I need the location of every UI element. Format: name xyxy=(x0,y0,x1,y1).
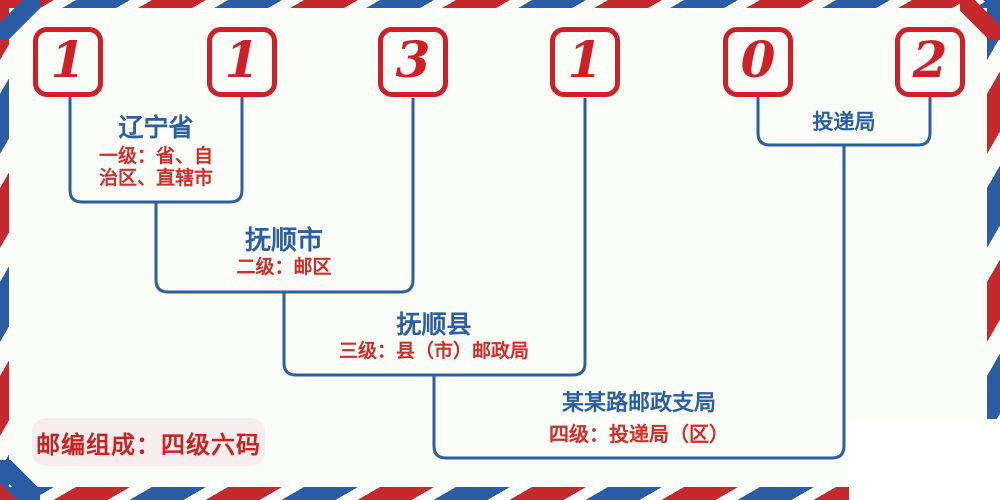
level4-name: 某某路邮政支局 xyxy=(561,390,716,415)
blank-corner-patch xyxy=(849,419,1000,500)
digit-box-6: 2 xyxy=(895,27,965,97)
digit-2: 1 xyxy=(224,30,260,89)
level2-label: 抚顺市 二级：邮区 xyxy=(174,226,394,279)
digit-1: 1 xyxy=(50,30,86,89)
delivery-office-name: 投递局 xyxy=(812,111,876,134)
digit-box-4: 1 xyxy=(550,27,620,97)
level4-desc: 四级：投递局（区） xyxy=(549,424,729,446)
level2-desc: 二级：邮区 xyxy=(236,257,332,278)
airmail-border-right xyxy=(987,0,1000,500)
digit-6: 2 xyxy=(912,30,948,89)
postal-code-composition-badge: 邮编组成：四级六码 xyxy=(32,418,265,466)
delivery-office-label: 投递局 xyxy=(774,111,914,135)
airmail-border-top xyxy=(0,0,1000,8)
level3-label: 抚顺县 三级：县（市）邮政局 xyxy=(309,311,559,363)
digit-box-5: 0 xyxy=(723,27,793,97)
airmail-border-corner-top-left xyxy=(0,0,40,40)
level3-name: 抚顺县 xyxy=(396,311,472,339)
level1-desc-line1: 一级：省、自 xyxy=(98,146,213,167)
level2-name: 抚顺市 xyxy=(244,225,323,255)
level3-desc: 三级：县（市）邮政局 xyxy=(338,341,529,362)
level4-label: 某某路邮政支局 四级：投递局（区） xyxy=(489,390,789,446)
airmail-border-bottom xyxy=(0,487,1000,500)
digit-3: 3 xyxy=(395,30,431,89)
bracket-level4 xyxy=(432,145,846,460)
digit-4: 1 xyxy=(567,30,603,89)
level1-name: 辽宁省 xyxy=(118,114,194,142)
postal-code-composition-text: 邮编组成：四级六码 xyxy=(36,432,261,459)
digit-box-1: 1 xyxy=(33,27,103,97)
level1-label: 辽宁省 一级：省、自 治区、直辖市 xyxy=(58,114,254,190)
digit-box-3: 3 xyxy=(378,27,448,97)
airmail-border-left xyxy=(0,0,9,500)
digit-box-2: 1 xyxy=(207,27,277,97)
level1-desc-line2: 治区、直辖市 xyxy=(98,168,213,189)
digit-5: 0 xyxy=(740,30,776,89)
airmail-border-corner-bottom-left xyxy=(0,460,40,500)
airmail-border-corner-top-right xyxy=(960,0,1000,40)
